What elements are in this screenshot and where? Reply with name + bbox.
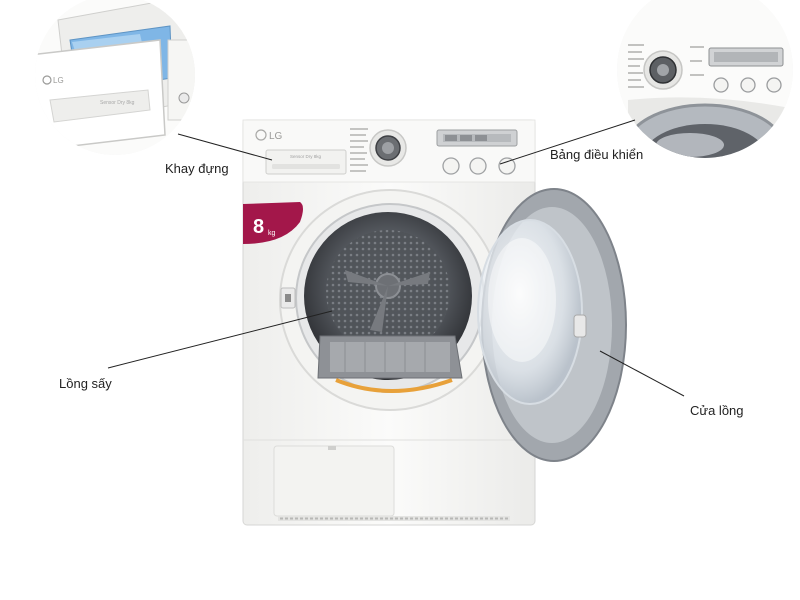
brand-logo: LG [255, 129, 283, 142]
vent-grille [278, 516, 510, 521]
door-handle[interactable] [573, 314, 587, 338]
capacity-badge: 8 kg [243, 202, 303, 244]
inset-model-text: Sensor Dry 8kg [100, 100, 135, 106]
badge-unit: kg [268, 230, 276, 237]
callout-label-drum: Lồng sấy [59, 376, 112, 391]
drum [279, 189, 501, 411]
control-button-2[interactable] [469, 157, 487, 175]
callout-label-door: Cửa lồng [690, 403, 744, 418]
program-knob[interactable] [369, 129, 407, 167]
callout-line-door [599, 350, 685, 397]
callout-label-drawer: Khay đựng [165, 161, 229, 176]
brand-text: LG [269, 131, 283, 142]
callout-label-panel: Bảng điều khiển [550, 147, 644, 162]
callout-line-drum [107, 310, 333, 369]
drawer-model-text: Sensor Dry 8kg [290, 154, 322, 159]
callout-lines [107, 119, 685, 397]
callout-line-drawer [177, 133, 273, 161]
inset-brand-text: LG [53, 76, 64, 85]
display-panel [436, 129, 518, 147]
control-buttons [442, 157, 516, 175]
program-list [350, 128, 368, 172]
drawer-zoom-inset: LG Sensor Dry 8kg [35, 0, 195, 155]
control-button-3[interactable] [498, 157, 516, 175]
callout-line-panel [499, 119, 636, 165]
panel-zoom-inset [617, 0, 793, 158]
control-button-1[interactable] [442, 157, 460, 175]
badge-number: 8 [253, 216, 264, 238]
open-door[interactable] [477, 188, 627, 462]
drawer-on-machine: Sensor Dry 8kg [265, 149, 347, 175]
